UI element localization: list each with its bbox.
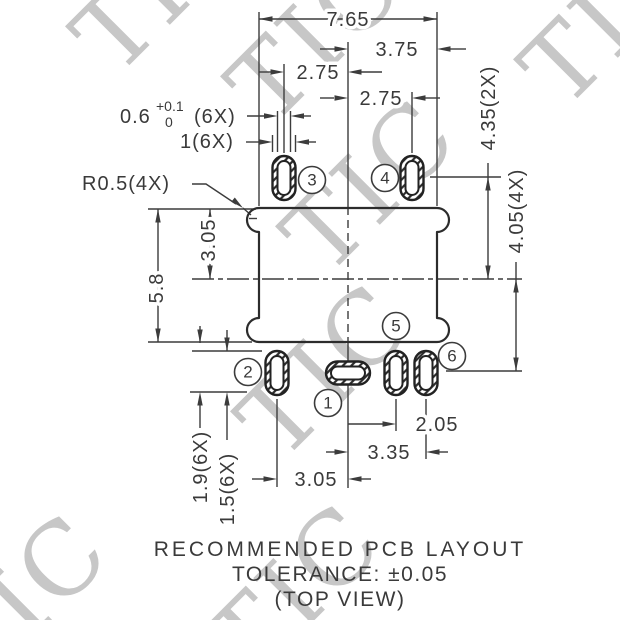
pad-6 [413,349,439,397]
pad-number-balloons: 1 2 3 4 5 6 [233,163,467,418]
balloon-pad-6: 6 [437,341,467,371]
dim-pad-width: 1(6X) [180,131,234,153]
dim-slot-width-count: (6X) [194,106,236,128]
balloon-pad-4: 4 [370,163,400,193]
dimension-lines [155,16,519,482]
pad-1-number: 1 [323,394,332,413]
dim-slot-width-tol-plus: +0.1 [156,98,184,114]
dim-offset-335: 3.35 [368,442,411,464]
drawing-tolerance: TOLERANCE: ±0.05 [232,563,448,586]
dim-slot-width: 0.6 [120,106,151,128]
dim-offset-205: 2.05 [416,414,459,436]
dimension-labels: 7.65 3.75 2.75 2.75 0.6 +0.1 0 (6X) 1(6X… [82,6,532,529]
component-body-outline [245,206,451,344]
watermark-text: TIC [0,490,133,620]
pad-1 [324,360,372,386]
balloon-pad-3: 3 [297,165,327,195]
balloon-pad-2: 2 [233,357,263,387]
extension-lines [148,12,522,487]
dim-pad-length: 1.9(6X) [190,431,212,504]
balloon-pad-1: 1 [313,388,343,418]
dim-pitch-left: 2.75 [297,62,340,84]
dim-top-row-offset: 4.35(2X) [478,66,500,151]
dim-half-width: 3.75 [376,39,419,61]
dim-pitch-right: 2.75 [360,88,403,110]
pad-6-number: 6 [447,347,456,366]
dim-total-width: 7.65 [327,9,370,31]
pad-5 [383,349,409,397]
dim-corner-radius: R0.5(4X) [82,173,170,195]
pad-3 [271,154,297,202]
drawing-title: RECOMMENDED PCB LAYOUT [154,538,526,561]
pad-3-number: 3 [307,171,316,190]
pad-4 [399,154,425,202]
pad-4-number: 4 [380,169,389,188]
watermark-text: TIC [498,0,620,129]
dim-body-half-height: 3.05 [198,219,220,262]
title-block: RECOMMENDED PCB LAYOUT TOLERANCE: ±0.05 … [154,538,526,611]
dim-slot-width-tol-minus: 0 [165,114,173,130]
dim-offset-305: 3.05 [295,469,338,491]
dim-body-height: 5.8 [146,273,168,304]
pad-2 [264,349,290,397]
dim-slot-length: 1.5(6X) [217,453,239,526]
drawing-view-label: (TOP VIEW) [275,588,406,611]
solder-pads [264,154,439,397]
pad-2-number: 2 [243,363,252,382]
dim-bottom-row-offset: 4.05(4X) [506,169,528,254]
pad-5-number: 5 [391,317,400,336]
balloon-pad-5: 5 [381,311,411,341]
